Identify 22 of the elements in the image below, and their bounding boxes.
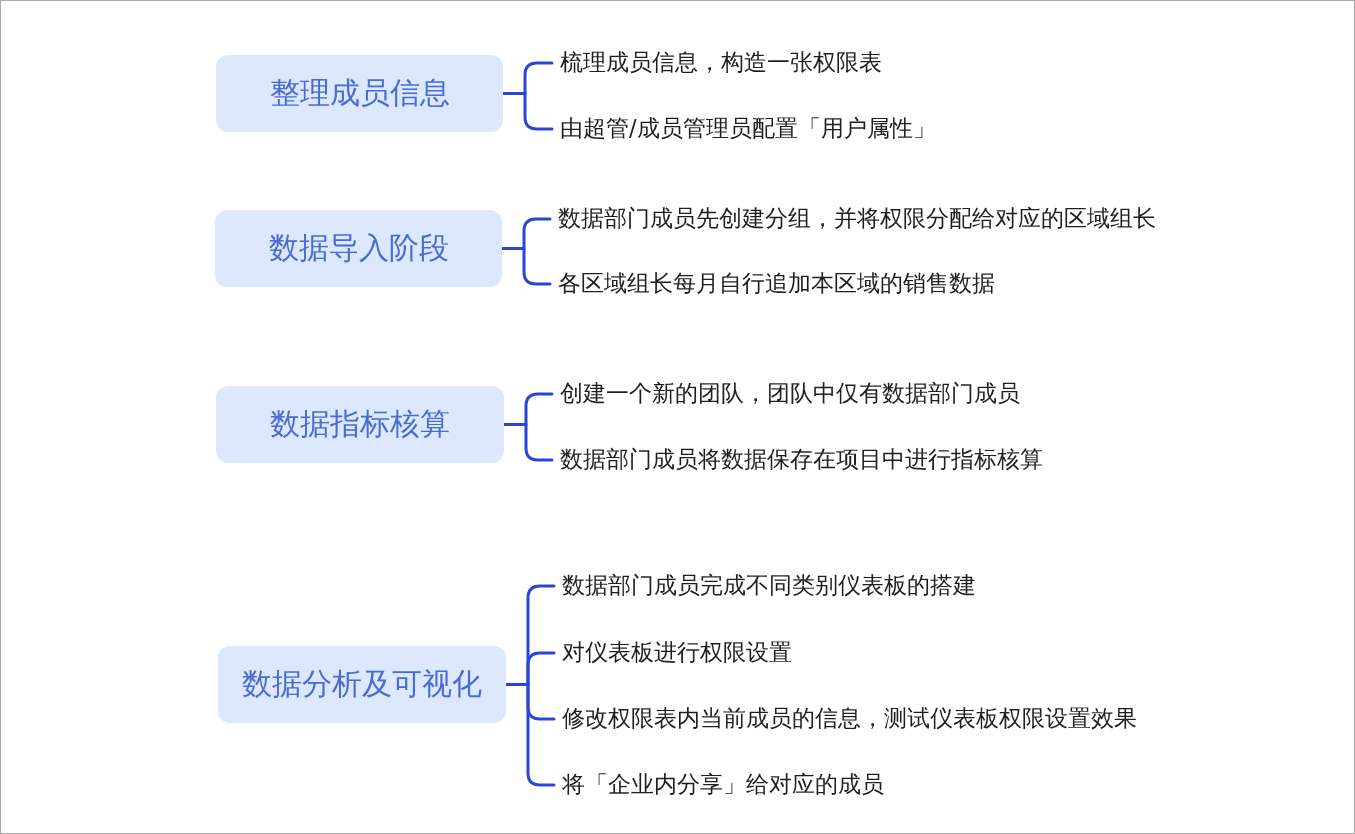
bracket-connector <box>502 423 554 462</box>
topic-box <box>218 646 506 723</box>
branch-text: 梳理成员信息，构造一张权限表 <box>552 47 882 77</box>
branch-text: 数据部门成员将数据保存在项目中进行指标核算 <box>552 444 1043 474</box>
topic-title: 数据分析及可视化 <box>242 665 482 703</box>
branch-text: 数据部门成员先创建分组，并将权限分配给对应的区域组长 <box>550 203 1156 233</box>
topic-title: 数据导入阶段 <box>268 229 449 267</box>
bracket-connector <box>504 683 556 787</box>
topic-box <box>216 55 503 132</box>
topic-box <box>215 210 502 287</box>
branch-text: 对仪表板进行权限设置 <box>554 637 792 667</box>
branch-text: 修改权限表内当前成员的信息，测试仪表板权限设置效果 <box>554 703 1137 733</box>
branch-text: 创建一个新的团队，团队中仅有数据部门成员 <box>552 378 1020 408</box>
bracket-connector <box>500 247 552 286</box>
topic-title: 整理成员信息 <box>269 74 450 112</box>
branch-text: 数据部门成员完成不同类别仪表板的搭建 <box>554 570 976 600</box>
branch-text: 将「企业内分享」给对应的成员 <box>554 769 884 799</box>
branch-text: 由超管/成员管理员配置「用户属性」 <box>552 113 936 143</box>
topic-title: 数据指标核算 <box>270 405 450 443</box>
branch-text: 各区域组长每月自行追加本区域的销售数据 <box>550 268 995 298</box>
topic-box <box>216 386 504 463</box>
bracket-connector <box>501 92 554 131</box>
